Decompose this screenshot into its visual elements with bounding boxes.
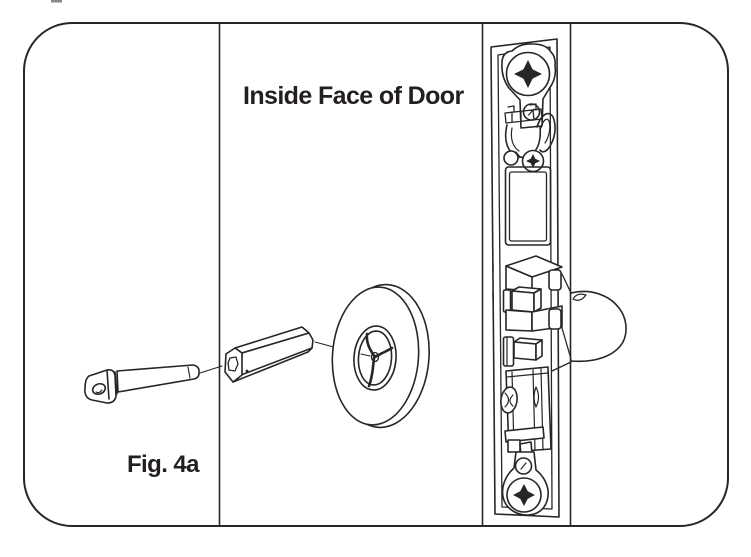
phillips-screw-icon bbox=[513, 484, 535, 506]
figure-frame bbox=[23, 22, 729, 527]
phillips-screw-icon bbox=[514, 60, 542, 88]
thumbturn-rose bbox=[331, 283, 430, 429]
mortise-lock-door-edge bbox=[490, 38, 627, 518]
bottom-mounting-screw bbox=[501, 451, 549, 516]
lock-faceplate bbox=[490, 38, 560, 518]
hex-spindle bbox=[224, 326, 361, 383]
top-mounting-screw bbox=[501, 43, 557, 129]
faceplate-cutout bbox=[504, 166, 552, 246]
figure-caption: Fig. 4a bbox=[127, 451, 199, 478]
thumbturn-spokes bbox=[365, 332, 394, 388]
lower-latch-mechanism bbox=[500, 366, 552, 457]
page-crop-artifact bbox=[51, 0, 62, 3]
lock-body-cylinder bbox=[551, 273, 627, 372]
auxiliary-bolt bbox=[502, 336, 543, 367]
hook-bolt bbox=[502, 255, 563, 332]
phillips-screw-icon bbox=[526, 154, 540, 168]
thumbturn-mounting-screw bbox=[84, 364, 223, 404]
inside-face-of-door-label: Inside Face of Door bbox=[243, 82, 464, 110]
